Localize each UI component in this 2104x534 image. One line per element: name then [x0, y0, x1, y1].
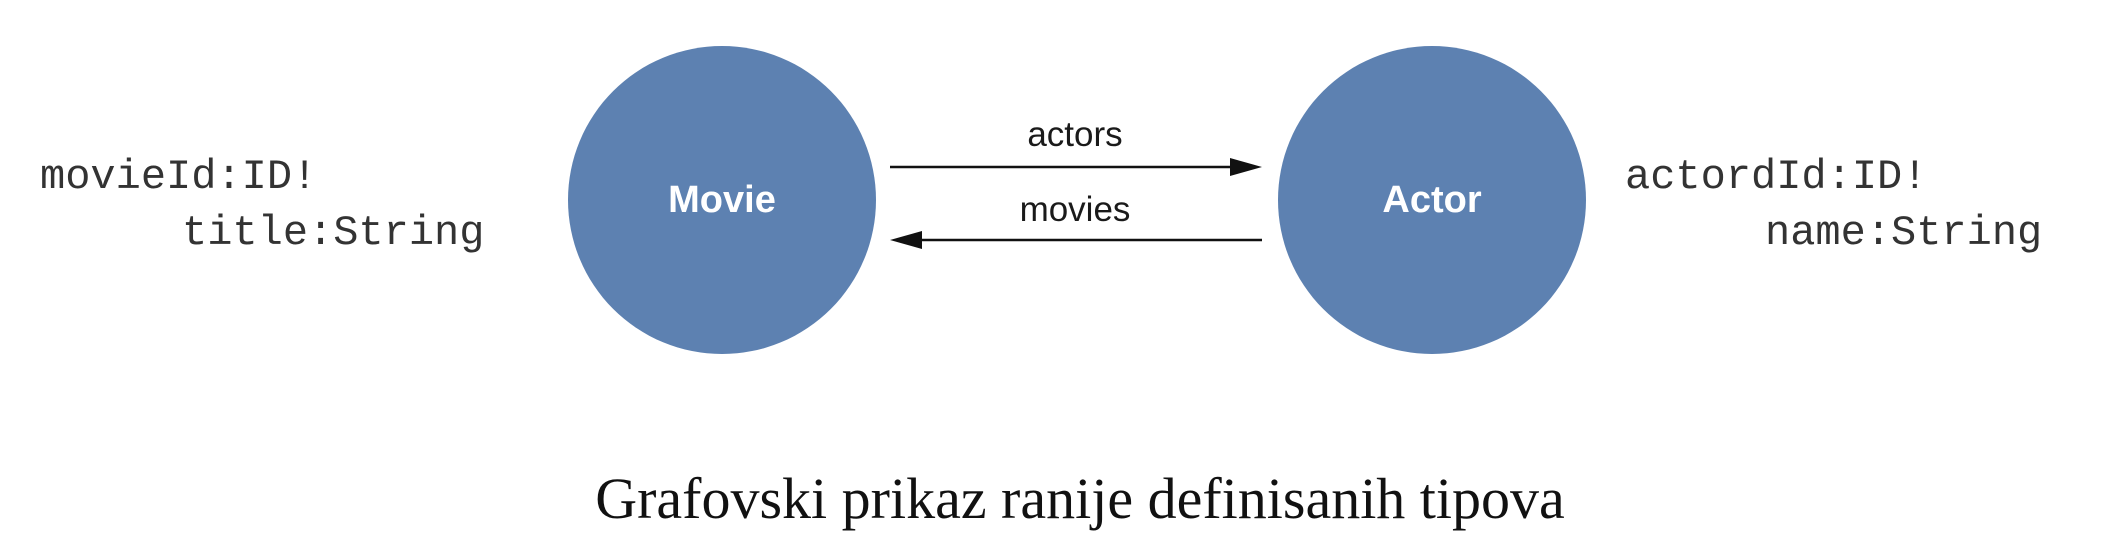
figure-caption: Grafovski prikaz ranije definisanih tipo… — [595, 466, 1565, 531]
edge-movies-label: movies — [1020, 190, 1131, 229]
edge-actors: actors — [890, 115, 1262, 176]
arrowhead-right-icon — [1230, 158, 1262, 176]
movie-field-id: movieId:ID! — [40, 153, 317, 201]
movie-field-title: title:String — [182, 209, 484, 257]
actor-node-circle — [1278, 46, 1586, 354]
movie-node: Movie — [568, 46, 876, 354]
movie-node-label: Movie — [668, 179, 776, 221]
edge-movies: movies — [890, 190, 1262, 249]
actor-node: Actor — [1278, 46, 1586, 354]
arrowhead-left-icon — [890, 231, 922, 249]
actor-field-id: actordId:ID! — [1625, 153, 1927, 201]
actor-node-label: Actor — [1382, 179, 1481, 221]
movie-node-circle — [568, 46, 876, 354]
edge-actors-label: actors — [1027, 115, 1122, 154]
actor-field-name: name:String — [1765, 209, 2042, 257]
